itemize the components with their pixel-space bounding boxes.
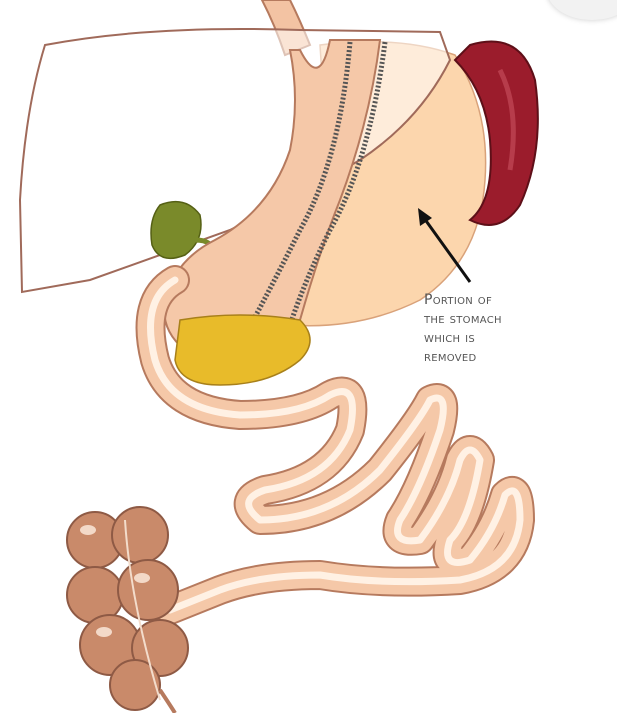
staple-line [245,41,353,332]
staple-line [287,41,388,326]
spleen [453,40,539,226]
label-line: Portion of [424,292,493,308]
label-line: which is [424,330,476,346]
label-line: removed [424,349,477,365]
pancreas [174,314,311,386]
label-line: the stomach [424,311,502,327]
gallbladder [150,200,202,260]
colon [66,506,189,713]
removed-portion-label: Portion of the stomach which is removed [424,291,502,367]
pointer-arrow [422,217,472,283]
